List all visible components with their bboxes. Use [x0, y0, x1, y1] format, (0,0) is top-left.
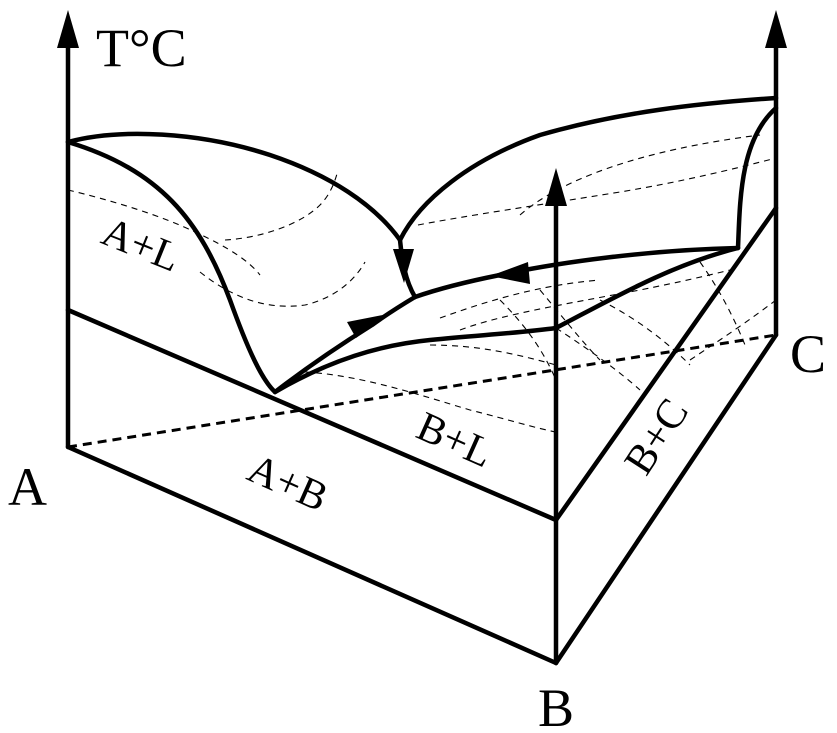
isotherm-b-field-5: [555, 327, 641, 391]
temperature-axis-a-arrowhead: [57, 10, 79, 48]
region-label-a-plus-b: A+B: [241, 446, 335, 521]
liquidus-edge-ac-a-side: [65, 131, 403, 243]
liquidus-edge-bc-b-side: [553, 245, 741, 331]
isotherm-b-field-2: [429, 344, 557, 366]
univariant-arrowhead-bc: [490, 262, 530, 284]
isotherm-a-field-2: [224, 169, 339, 241]
temperature-axis-c-arrowhead: [765, 10, 787, 48]
liquidus-edge-ac-c-side: [397, 95, 779, 243]
liquidus-edge-bc-c-side: [735, 105, 779, 251]
solidus-edge-ab: [65, 307, 559, 523]
isotherm-b-field-4: [459, 269, 731, 331]
isotherm-b-field-7: [499, 299, 557, 381]
isotherm-b-field-8: [539, 289, 601, 361]
liquidus-edge-ab-a-side: [65, 139, 278, 395]
region-label-a-plus-l: A+L: [95, 209, 186, 282]
base-edge-bc: [553, 332, 779, 666]
vertex-label-a: A: [8, 457, 47, 517]
temperature-axis-b-arrowhead: [545, 168, 567, 206]
vertex-label-c: C: [790, 324, 826, 384]
univariant-line-bc-to-eutectic: [412, 245, 741, 300]
isotherm-b-field-1: [304, 371, 557, 433]
vertex-label-b: B: [538, 678, 574, 733]
region-label-b-plus-l: B+L: [410, 404, 499, 477]
solidus-edge-bc: [553, 205, 779, 523]
univariant-arrowhead-ac: [393, 249, 414, 283]
isotherm-a-field-3: [199, 261, 366, 307]
isotherm-b-field-6: [599, 299, 691, 366]
isotherm-a-field-1: [67, 189, 261, 276]
univariant-arrowhead-ab: [347, 314, 388, 338]
isotherm-b-field-3: [439, 279, 601, 319]
liquidus-edge-ab-b-side: [272, 325, 559, 395]
temperature-axis-label: T°C: [96, 18, 187, 78]
isotherm-c-field-2: [519, 134, 761, 216]
isotherm-b-field-10: [689, 299, 777, 361]
base-edge-ab: [65, 444, 559, 666]
